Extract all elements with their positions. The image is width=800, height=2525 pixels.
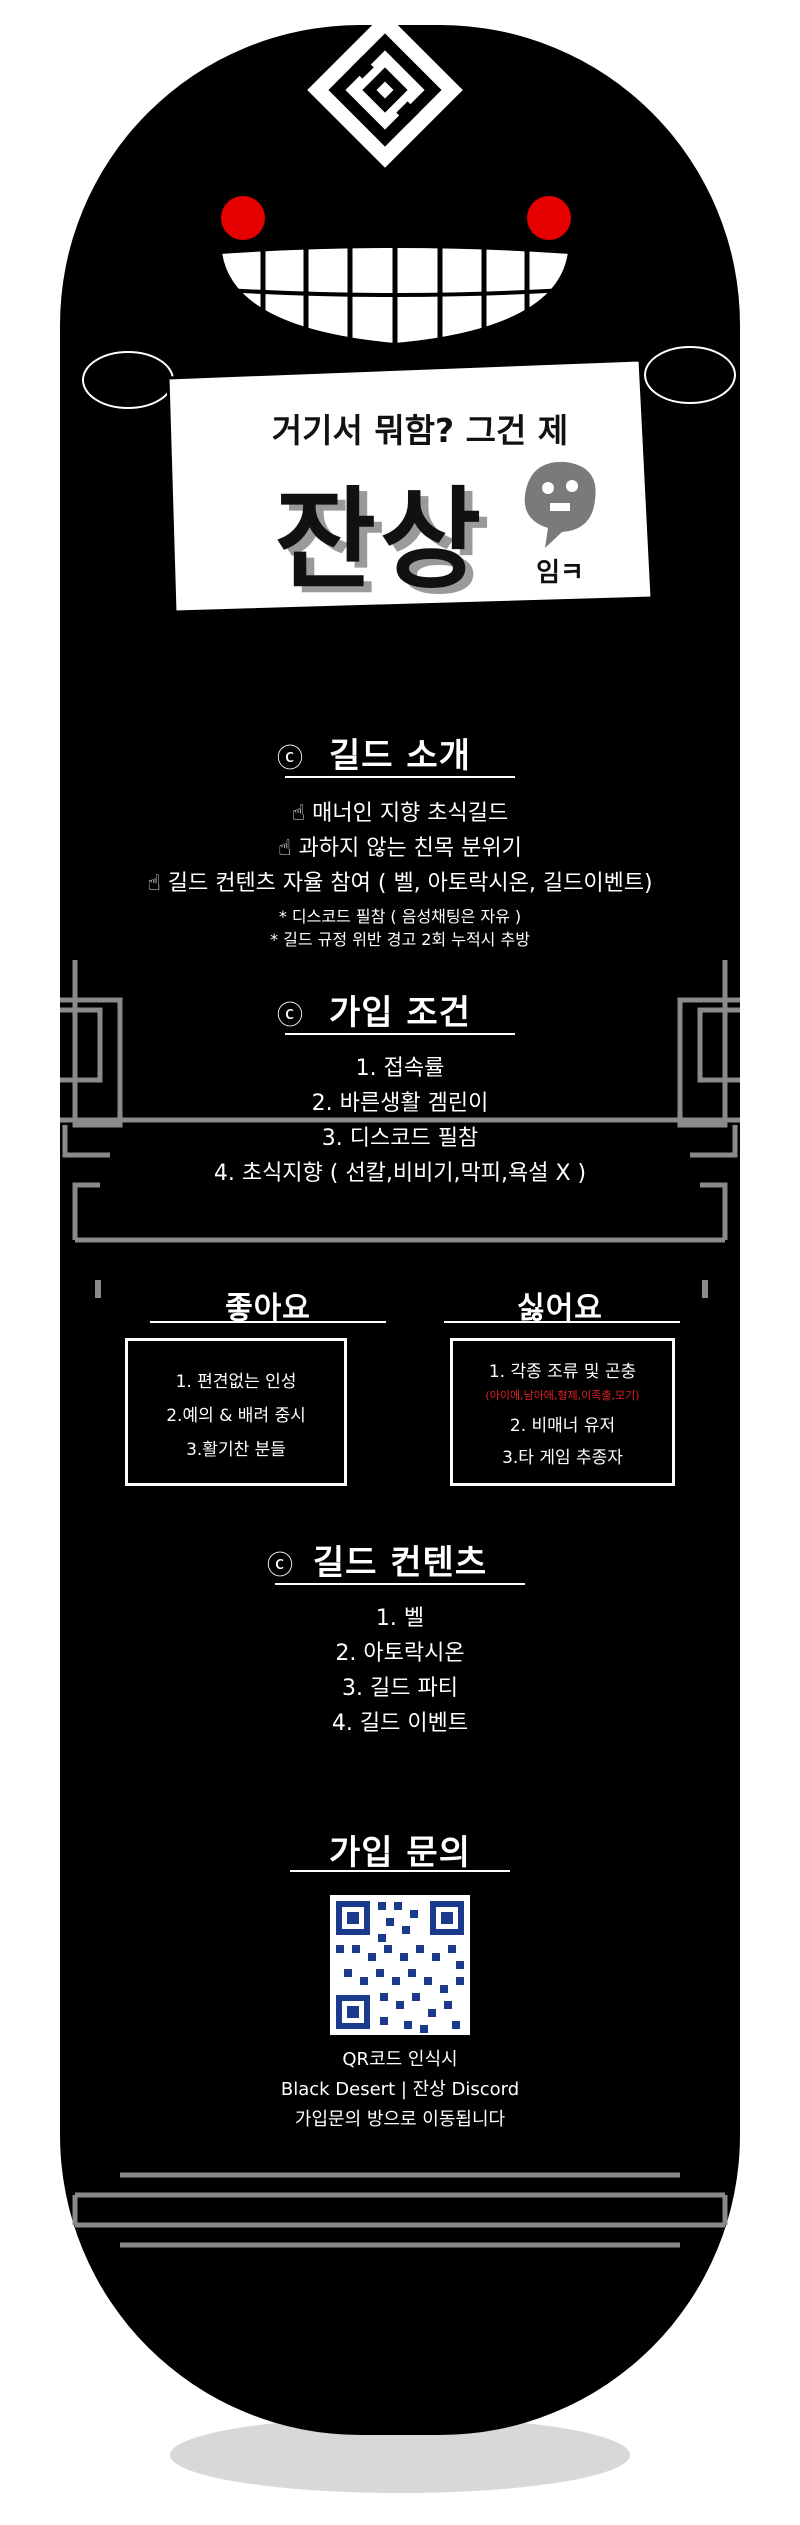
guild-logo-icon (307, 12, 463, 168)
dislike-item-1: 1. 각종 조류 및 곤충 (488, 1362, 637, 1382)
dislike-item-1-note: (아이애,남아애,형제,이족출,모기) (485, 1389, 640, 1402)
bottom-band (72, 2172, 728, 2248)
contact-title-underline (290, 1870, 510, 1872)
discord-qr-code (330, 1895, 470, 2035)
intro-item-2: ☝ 과하지 않는 친목 분위기 (278, 836, 522, 861)
band-dot-right (702, 1280, 708, 1298)
like-item-2: 2.예의 & 배려 중시 (166, 1406, 306, 1426)
intro-item-3: ☝ 길드 컨텐츠 자율 참여 ( 벨, 아토락시온, 길드이벤트) (147, 871, 653, 896)
contents-title: 길드 컨텐츠 (312, 1543, 488, 1583)
contents-title-icon: ⓒ (266, 1551, 293, 1581)
banner-tagline: 거기서 뭐함? 그건 제 (271, 411, 569, 450)
contact-line-2: Black Desert | 잔상 Discord (280, 2079, 520, 2100)
contents-title-underline (275, 1583, 525, 1585)
ghost-mascot-icon (524, 461, 596, 548)
intro-note-1: * 디스코드 필참 ( 음성채팅은 자유 ) (278, 907, 522, 926)
requirements-title-icon: ⓒ (276, 1001, 303, 1031)
intro-title-icon: ⓒ (276, 744, 303, 774)
band-dot-left (95, 1280, 101, 1298)
requirement-1: 1. 접속률 (355, 1056, 445, 1081)
right-eye (527, 196, 571, 240)
likes-box: 1. 편견없는 인성 2.예의 & 배려 중시 3.활기찬 분들 (125, 1338, 347, 1486)
intro-item-1: ☝ 매너인 지향 초식길드 (291, 801, 509, 826)
intro-title: 길드 소개 (329, 736, 471, 776)
content-item-4: 4. 길드 이벤트 (331, 1711, 469, 1736)
contact-line-1: QR코드 인식시 (342, 2049, 458, 2070)
grin-mouth (217, 244, 573, 348)
likes-title-underline (150, 1321, 386, 1323)
intro-title-underline (285, 776, 515, 778)
requirement-4: 4. 초식지향 ( 선칼,비비기,막피,욕설 X ) (213, 1161, 587, 1186)
contact-line-3: 가입문의 방으로 이동됩니다 (294, 2109, 506, 2130)
left-eye (221, 196, 265, 240)
ground-shadow (170, 2417, 630, 2493)
likes-title: 좋아요 (225, 1291, 311, 1326)
like-item-3: 3.활기찬 분들 (186, 1440, 286, 1460)
dislike-item-3: 3.타 게임 추종자 (502, 1448, 623, 1468)
content-item-2: 2. 아토락시온 (335, 1641, 465, 1666)
banner-suffix: 임ㅋ (536, 558, 584, 588)
requirement-3: 3. 디스코드 필참 (321, 1126, 479, 1151)
requirements-title-underline (285, 1033, 515, 1035)
right-hand (644, 346, 736, 404)
contact-title: 가입 문의 (329, 1833, 471, 1873)
dislike-item-2: 2. 비매너 유저 (509, 1416, 616, 1436)
requirements-title: 가입 조건 (329, 993, 471, 1033)
content-item-1: 1. 벨 (375, 1606, 425, 1631)
belt-band (60, 960, 740, 1243)
dislikes-title-underline (444, 1321, 680, 1323)
banner-big-title: 잔상 (274, 476, 486, 604)
mascot-body (60, 25, 740, 2435)
like-item-1: 1. 편견없는 인성 (175, 1372, 297, 1392)
requirement-2: 2. 바른생활 겜린이 (311, 1091, 489, 1116)
content-item-3: 3. 길드 파티 (342, 1676, 458, 1701)
title-banner (166, 358, 654, 614)
dislikes-title: 싫어요 (517, 1291, 603, 1326)
intro-note-2: * 길드 규정 위반 경고 2회 누적시 추방 (270, 930, 530, 949)
left-hand (82, 351, 174, 409)
dislikes-box: 1. 각종 조류 및 곤충 (아이애,남아애,형제,이족출,모기) 2. 비매너… (450, 1338, 675, 1486)
